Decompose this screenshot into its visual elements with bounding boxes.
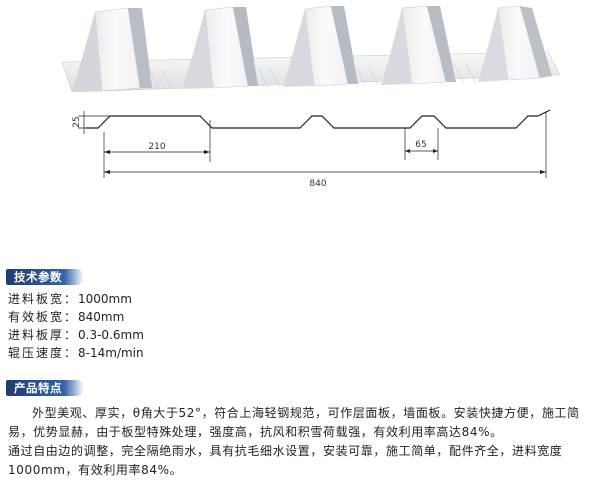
steel-sheet-illustration [61,5,561,93]
spec-row: 进料板厚： 0.3-0.6mm [8,326,388,344]
spec-label: 进料板厚： [8,328,79,342]
features-paragraph: 外型美观、厚实，θ角大于52°，符合上海轻钢规范，可作层面板，墙面板。安装快捷方… [8,406,580,439]
pitch-dimension-value: 210 [148,142,165,152]
rib-dimension-value: 65 [415,140,426,150]
width-dimension [104,112,547,178]
height-dimension [78,111,110,134]
spec-value: 840mm [78,310,125,324]
features-text: 外型美观、厚实，θ角大于52°，符合上海轻钢规范，可作层面板，墙面板。安装快捷方… [8,404,594,480]
product-figure: 25 210 65 840 [61,5,561,189]
specs-header: 技术参数 [6,269,84,285]
spec-row: 进料板宽： 1000mm [8,290,388,308]
features-header: 产品特点 [6,380,84,396]
height-dimension-value: 25 [72,116,82,127]
spec-value: 1000mm [78,292,132,306]
rib-dimension [404,128,439,160]
specs-list: 进料板宽： 1000mm 有效板宽： 840mm 进料板厚： 0.3-0.6mm… [8,290,388,362]
spec-value: 0.3-0.6mm [78,328,144,342]
pitch-dimension [103,120,211,178]
spec-value: 8-14m/min [78,346,144,360]
width-dimension-value: 840 [309,179,326,189]
profile-outline [86,109,551,129]
spec-row: 有效板宽： 840mm [8,308,388,326]
profile-drawing: 25 210 65 840 [61,5,561,189]
spec-row: 辊压速度： 8-14m/min [8,344,388,362]
spec-label: 进料板宽： [8,292,79,306]
spec-label: 有效板宽： [8,310,79,324]
spec-label: 辊压速度： [8,346,79,360]
features-paragraph: 通过自由边的调整，完全隔绝雨水，具有抗毛细水设置，安装可靠，施工简单，配件齐全，… [8,444,563,477]
